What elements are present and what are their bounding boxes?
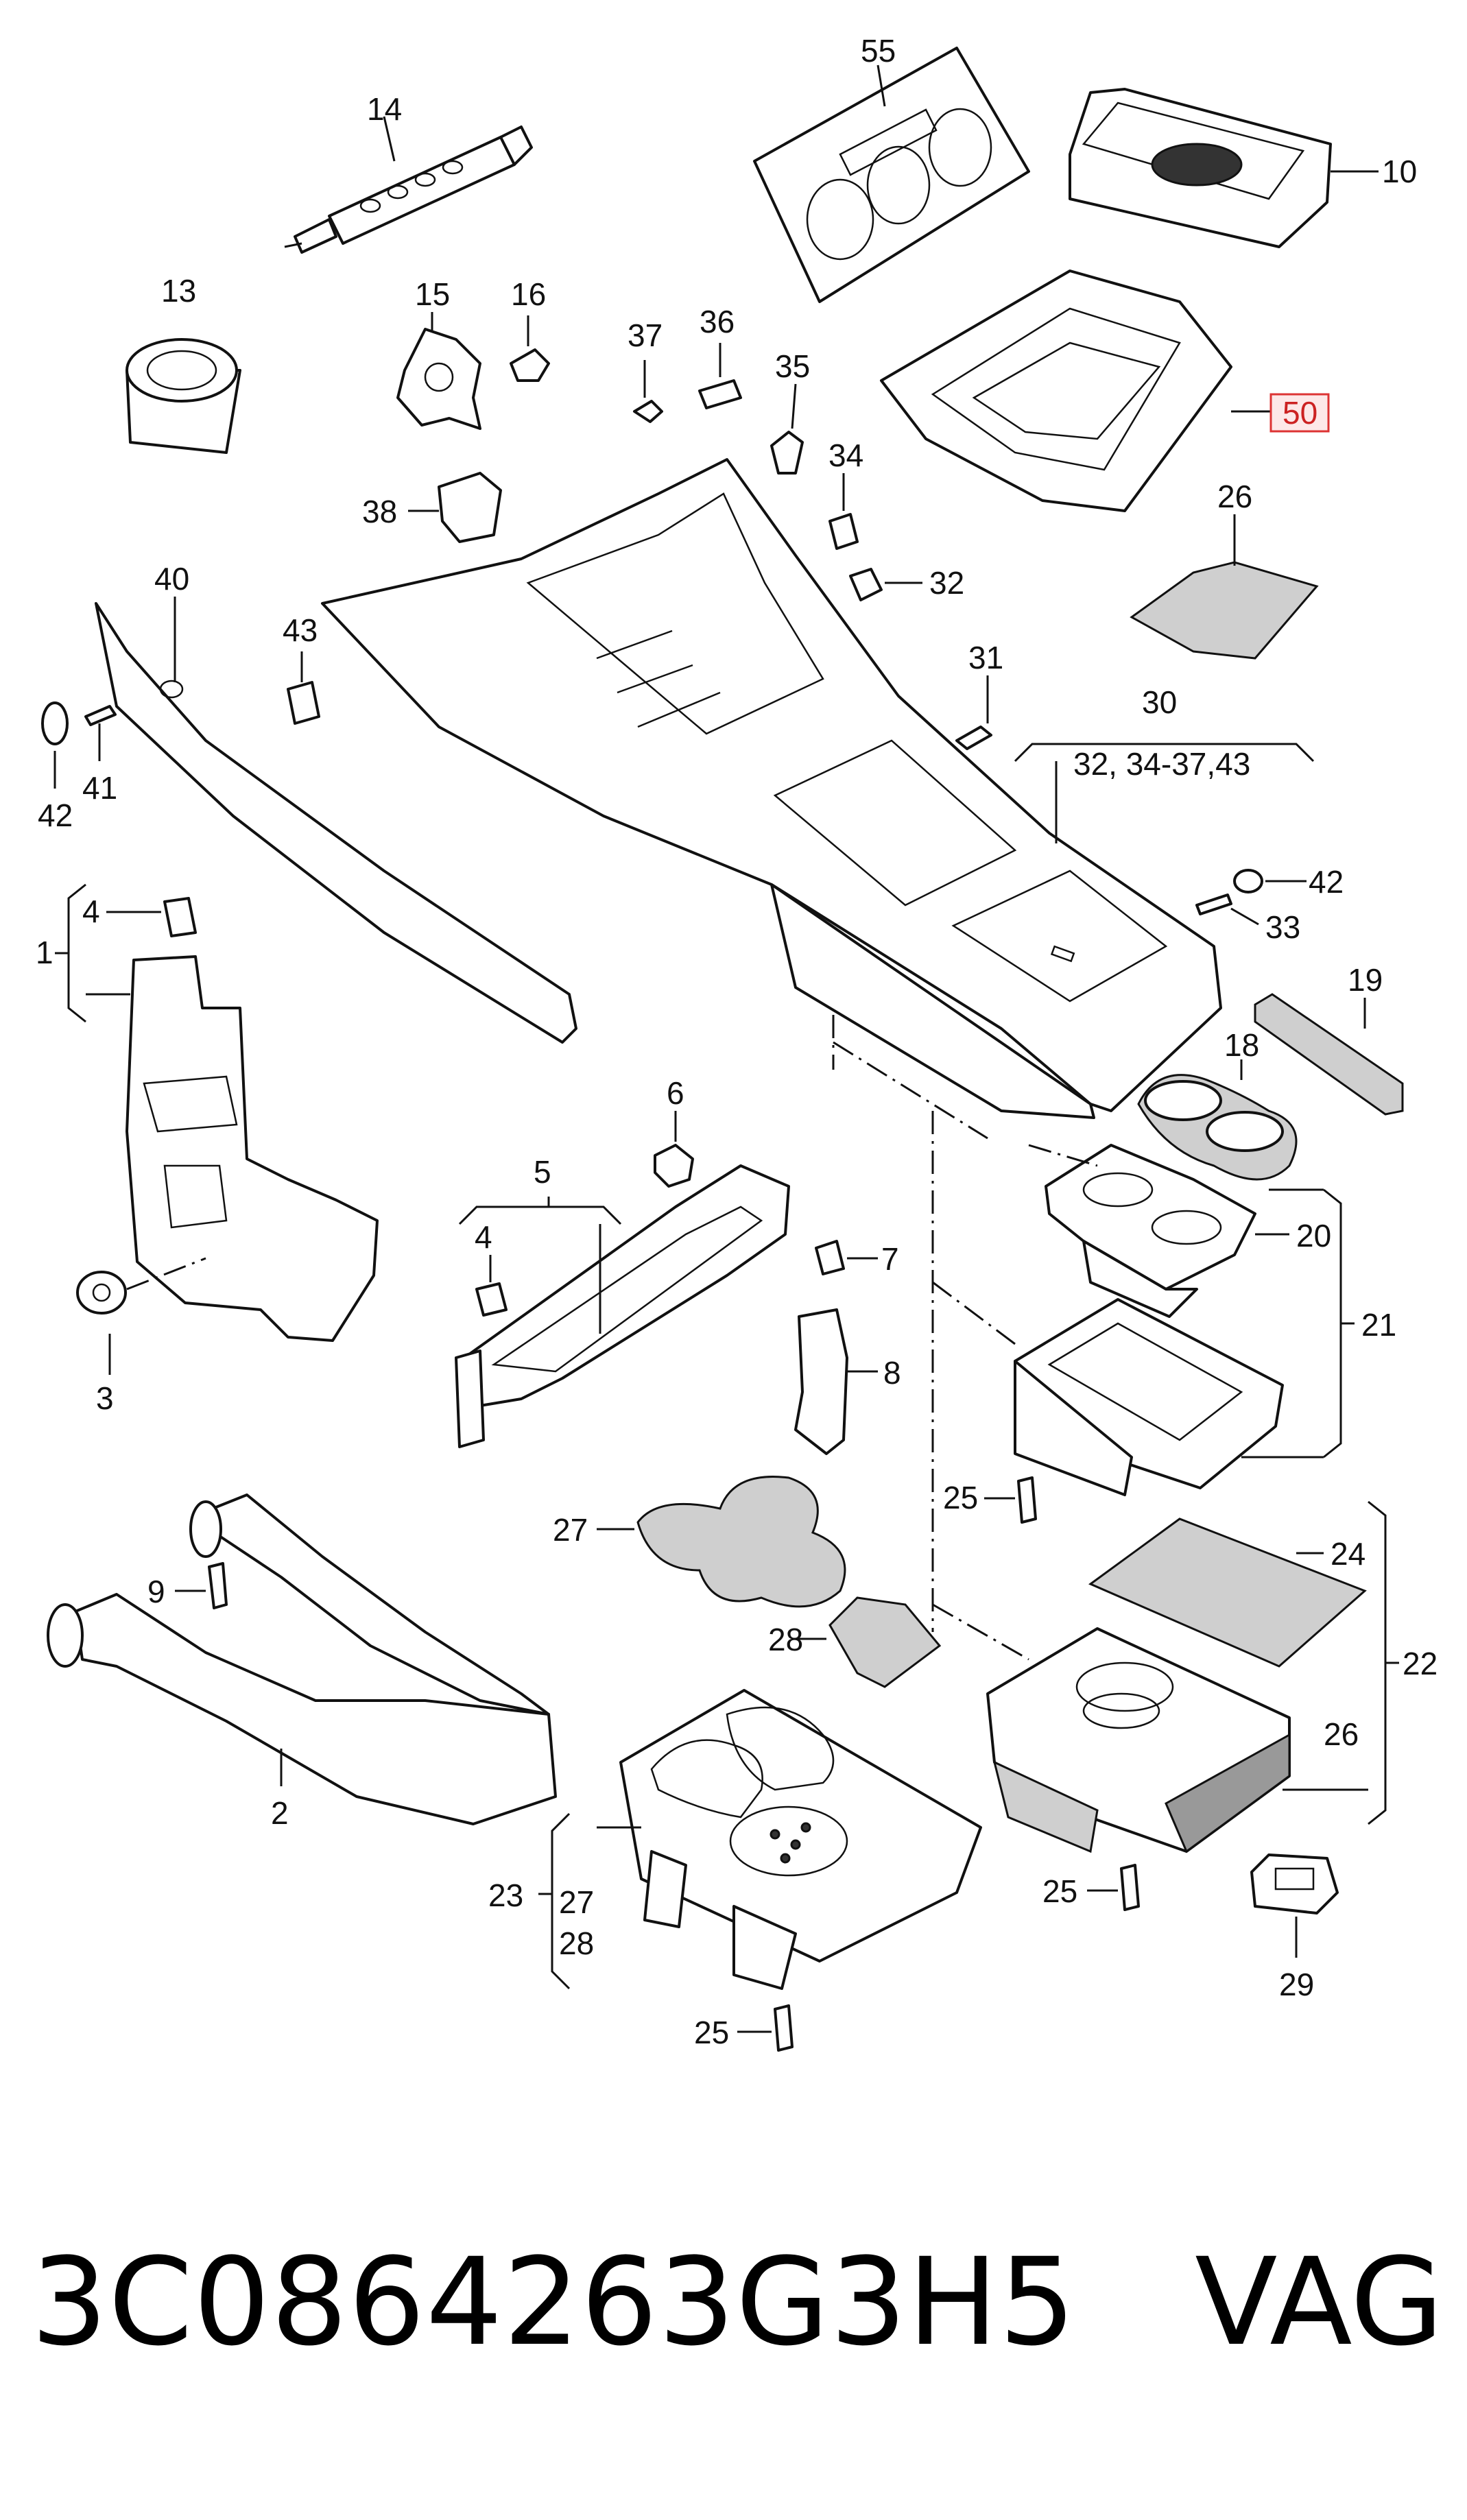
label-43: 43 <box>283 612 318 648</box>
highlight-box <box>1269 393 1330 433</box>
label-31: 31 <box>968 640 1003 675</box>
label-33: 33 <box>1265 909 1300 945</box>
part-15-holder: 15 <box>396 276 481 430</box>
part-43-clip: 43 <box>283 612 320 725</box>
label-34: 34 <box>828 437 863 473</box>
part-6-nut: 6 <box>654 1075 694 1188</box>
part-number: 3C0864263G3H5 <box>31 2232 1077 2373</box>
label-37: 37 <box>628 317 663 353</box>
part-5-bracket: 5 4 <box>455 1154 790 1448</box>
part-18-cup-insert: 18 <box>1137 1027 1298 1181</box>
part-25-screw-a: 25 <box>943 1476 1037 1524</box>
center-console-main <box>321 458 1222 1119</box>
part-31-screw: 31 <box>955 640 1003 750</box>
label-24: 24 <box>1331 1536 1365 1572</box>
label-4-upper: 4 <box>82 893 100 929</box>
part-30-group: 30 32, 34-37,43 <box>1014 684 1315 843</box>
assembly-dash-lines <box>832 1015 1098 1661</box>
part-25-screw-c: 25 <box>694 2004 794 2052</box>
part-42-33-right: 42 33 <box>1195 864 1344 945</box>
label-15: 15 <box>415 276 450 312</box>
label-26-tray: 26 <box>1324 1716 1359 1752</box>
label-20: 20 <box>1296 1218 1331 1253</box>
label-50-highlighted: 50 <box>1283 395 1317 431</box>
label-40: 40 <box>154 561 189 597</box>
part-29-switch: 29 <box>1250 1853 1339 2002</box>
label-23: 23 <box>488 1877 523 1913</box>
label-35: 35 <box>775 348 810 384</box>
label-2: 2 <box>271 1795 289 1831</box>
label-26-mat: 26 <box>1217 479 1252 514</box>
footer: 3C0864263G3H5 VAG <box>31 2232 1444 2403</box>
part-28-mat: 28 <box>768 1596 942 1688</box>
part-19-trim-strip: 19 <box>1254 962 1404 1116</box>
label-41: 41 <box>82 770 117 806</box>
label-8: 8 <box>883 1355 901 1391</box>
part-10-storage-tray: 10 <box>1069 88 1417 248</box>
label-22: 22 <box>1403 1646 1438 1681</box>
label-9: 9 <box>147 1574 165 1609</box>
label-42-right: 42 <box>1309 864 1344 900</box>
label-36: 36 <box>700 304 735 339</box>
part-36-clip: 36 <box>698 304 742 409</box>
part-3-nut: 3 <box>76 1257 206 1416</box>
part-38-bracket: 38 <box>362 472 502 543</box>
part-34-clip: 34 <box>828 437 863 550</box>
part-35-clip: 35 <box>770 348 810 475</box>
label-3: 3 <box>96 1380 114 1416</box>
label-25-c: 25 <box>694 2015 729 2050</box>
part-14-sealant-tube: 14 <box>284 91 533 254</box>
part-23-cupholder-tray: 23 27 28 <box>488 1689 982 1990</box>
part-37-screw: 37 <box>628 317 663 423</box>
label-19: 19 <box>1348 962 1383 998</box>
label-4-lower: 4 <box>475 1219 492 1255</box>
part-41-42-left: 42 41 <box>38 701 117 833</box>
part-24-liner: 24 <box>1088 1517 1367 1668</box>
label-10: 10 <box>1382 154 1417 189</box>
label-6: 6 <box>667 1075 684 1111</box>
part-16-clip: 16 <box>510 276 550 382</box>
label-18: 18 <box>1224 1027 1259 1063</box>
label-29: 29 <box>1279 1967 1314 2002</box>
label-1: 1 <box>36 935 53 970</box>
part-21-storage-bin: 21 <box>1014 1188 1396 1496</box>
part-1-bracket: 1 4 <box>36 883 379 1342</box>
part-25-screw-b: 25 <box>1042 1864 1140 1911</box>
label-16: 16 <box>511 276 546 312</box>
label-25-b: 25 <box>1042 1873 1077 1909</box>
label-55: 55 <box>861 33 896 69</box>
label-30: 30 <box>1142 684 1177 720</box>
label-25-a: 25 <box>943 1480 978 1515</box>
label-28-b: 28 <box>559 1925 594 1961</box>
part-27-mat: 27 <box>553 1475 846 1608</box>
label-42-left: 42 <box>38 797 73 833</box>
label-30-includes: 32, 34-37,43 <box>1073 746 1250 782</box>
label-14: 14 <box>367 91 402 127</box>
part-22-tray-assembly: 22 26 <box>986 1500 1438 1853</box>
part-20-cup-frame: 20 <box>1045 1144 1331 1318</box>
label-27-a: 27 <box>553 1512 588 1548</box>
label-7: 7 <box>881 1241 899 1277</box>
part-55-trim-panel: 55 <box>753 33 1030 303</box>
part-2-air-duct: 9 2 <box>47 1493 557 1831</box>
part-40-side-panel: 40 <box>95 561 577 1044</box>
label-32: 32 <box>929 565 964 601</box>
part-26-mat: 26 <box>1130 479 1319 660</box>
brand-name: VAG <box>1195 2232 1444 2373</box>
label-21: 21 <box>1361 1307 1396 1343</box>
label-13: 13 <box>161 273 196 309</box>
part-32-clip: 32 <box>849 565 964 601</box>
label-5: 5 <box>534 1154 551 1190</box>
label-28-a: 28 <box>768 1622 803 1657</box>
part-7-8-clip-cover: 7 8 <box>794 1240 901 1455</box>
label-38: 38 <box>362 494 397 529</box>
part-50-gearshift-surround: 50 <box>880 269 1330 512</box>
part-13-tape-roll: 13 <box>126 273 241 454</box>
label-27-b: 27 <box>559 1884 594 1920</box>
